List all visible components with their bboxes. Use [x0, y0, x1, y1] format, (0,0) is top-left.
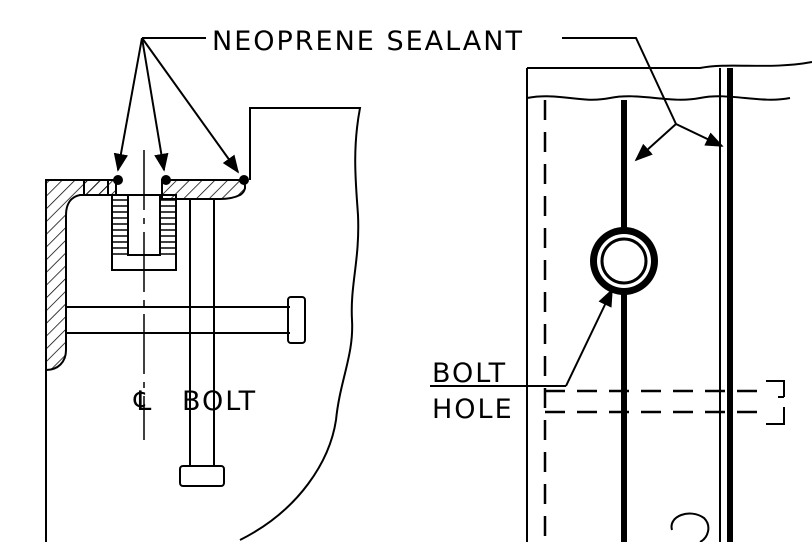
- section-view: ℄ BOLT: [45, 107, 362, 542]
- bolt-hole-callout: BOLT HOLE: [430, 288, 613, 425]
- bolt-hole: [590, 227, 658, 295]
- sealant-bead-3: [239, 175, 249, 185]
- sealant-callout: NEOPRENE SEALANT: [113, 26, 724, 174]
- bolt-hole-label-line2: HOLE: [432, 394, 514, 425]
- angle-section: [45, 179, 109, 372]
- elevation-view: BOLT HOLE: [430, 61, 812, 542]
- partial-marker: [670, 512, 710, 542]
- hidden-bolt: [545, 380, 785, 425]
- sealant-bead-2: [161, 175, 171, 185]
- bolt-hole-label-line1: BOLT: [432, 358, 507, 389]
- elevation-top-edge: [527, 61, 812, 69]
- sealant-bead-1: [113, 175, 123, 185]
- vertical-bolt: [179, 199, 225, 487]
- angle-flange-left: [83, 179, 117, 196]
- cl-bolt-label: BOLT: [182, 386, 257, 417]
- sealant-label: NEOPRENE SEALANT: [212, 26, 524, 57]
- elevation-break-line: [526, 95, 791, 101]
- horizontal-bolt: [66, 296, 306, 344]
- centerline-icon: ℄: [133, 386, 153, 417]
- panel-break-outline: [239, 107, 362, 541]
- angle-flange: [161, 179, 246, 200]
